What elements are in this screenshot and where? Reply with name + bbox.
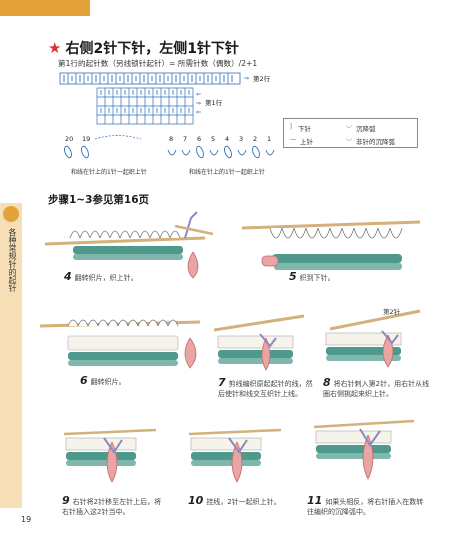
chart-num-19: 19 (82, 135, 90, 143)
loop-float-icon: ◡ (346, 121, 352, 129)
chart-arrow-left-1: ⇐ (196, 91, 201, 98)
chart-row-2 (59, 72, 241, 85)
symbol-legend: | 下针 — 上针 ◡ 沉降弧 ◡ 非针的沉降弧 (283, 118, 418, 148)
chart-num-3: 3 (239, 135, 243, 143)
chart-num-1: 1 (267, 135, 271, 143)
step9-illustration (63, 428, 157, 483)
chart-arrow-right-1: ⇒ (196, 100, 201, 107)
step7-illustration (214, 314, 305, 371)
step4-illustration (45, 211, 214, 279)
side-tab (0, 203, 22, 508)
legend-loop-float: 沉降弧 (356, 125, 376, 133)
chart-row-arrow-2: ⇒ (244, 75, 249, 82)
chart-num-8: 8 (169, 135, 173, 143)
step11-illustration (313, 419, 415, 480)
section-title-wrap: ★ 右侧2针下针，左侧1针下针 (48, 38, 239, 58)
step6-illustration (40, 319, 201, 369)
step8-illustration (325, 309, 421, 368)
step8-stitch-marker: 第2针 (383, 308, 401, 316)
legend-purl: 上针 (300, 138, 313, 146)
chart-num-7: 7 (183, 135, 187, 143)
legend-knit: 下针 (298, 125, 311, 133)
page-number: 19 (21, 515, 32, 524)
step5-illustration (242, 220, 421, 270)
chart-ellipsis-curve (94, 135, 142, 140)
chart-row-1-label: 第1行 (205, 98, 223, 107)
legend-nonneedle: 非针的沉降弧 (356, 138, 395, 146)
chart-row-2-label: 第2行 (253, 74, 271, 83)
chart-note-right: 和线在针上的1针一起织上针 (189, 168, 265, 176)
chart-num-20: 20 (65, 135, 73, 143)
nonneedle-loop-icon: ◡ (346, 134, 352, 142)
step10-illustration (188, 428, 282, 483)
steps-heading: 步骤1~3参见第16页 (48, 194, 150, 206)
chart-loop-symbols (64, 145, 275, 159)
chart-num-6: 6 (197, 135, 201, 143)
purl-symbol-icon: — (290, 135, 297, 143)
chart-num-2: 2 (253, 135, 257, 143)
chart-num-5: 5 (211, 135, 215, 143)
chart-note-left: 和线在针上的1针一起织上针 (71, 168, 147, 176)
stitch-chart: ⇒ 第2行 ⇐ ⇐ ⇒ 第1行 20 19 8 7 6 5 4 3 2 1 (59, 72, 275, 176)
chart-arrow-left-2: ⇐ (196, 109, 201, 116)
knit-symbol-icon: | (290, 122, 293, 130)
header-accent-bar (0, 0, 90, 16)
chart-row-1-grid (96, 87, 194, 125)
section-title: 右侧2针下针，左侧1针下针 (65, 41, 239, 57)
side-tab-marker (3, 206, 19, 222)
side-tab-label: 各种常规针的起针 (8, 228, 17, 292)
chart-num-4: 4 (225, 135, 229, 143)
star-icon: ★ (48, 38, 62, 57)
cast-on-formula: 第1行的起针数（另线锁针起针）= 所需针数（偶数）/2+1 (58, 59, 258, 68)
